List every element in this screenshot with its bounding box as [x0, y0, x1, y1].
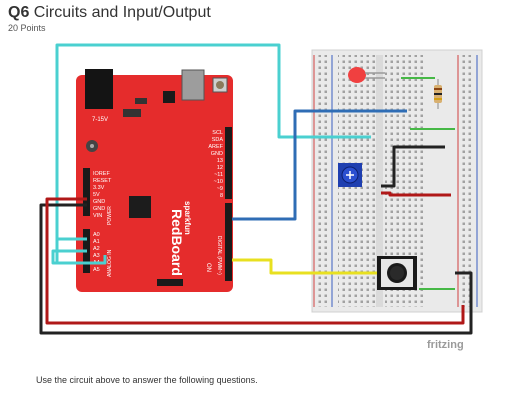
analog-labels: A0 A1 A2 A3 A4 A5: [93, 232, 100, 273]
digital-header-top: [225, 127, 232, 199]
question-title: Circuits and Input/Output: [33, 4, 211, 21]
power-label-2: 3.3V: [93, 185, 105, 191]
figure-caption: Use the circuit above to answer the foll…: [36, 375, 258, 385]
digital-label-3: GND: [211, 151, 223, 157]
digital-section-label: DIGITAL (PWM~): [216, 236, 222, 275]
digital-label-4: 13: [217, 158, 223, 164]
digital-label-9: 8: [220, 193, 223, 199]
power-label-5: GND: [93, 206, 105, 212]
digital-label-8: ~9: [217, 186, 223, 192]
power-label-6: VIN: [93, 213, 102, 219]
power-label-1: RESET: [93, 178, 112, 184]
analog-label-2: A2: [93, 246, 100, 252]
power-header-labels: IOREF RESET 3.3V 5V GND GND VIN: [93, 171, 112, 219]
on-label: ON: [205, 263, 211, 272]
question-number: Q6: [8, 4, 30, 21]
digital-header-bottom: [225, 203, 232, 281]
wire-black-gnd: [39, 203, 473, 335]
wires: [39, 43, 473, 335]
digital-label-7: ~10: [214, 179, 223, 185]
wire-cyan: [55, 43, 371, 263]
power-label-4: GND: [93, 199, 105, 205]
fritzing-watermark: fritzing: [427, 339, 464, 351]
question-title-line: Q6 Circuits and Input/Output: [8, 4, 211, 22]
wire-red-5v: [45, 197, 465, 325]
push-button: [377, 256, 417, 290]
power-header: [83, 168, 90, 216]
power-label-3: 5V: [93, 192, 100, 198]
question-points: 20 Points: [8, 23, 46, 33]
wire-yellow: [232, 258, 377, 275]
wire-red-pot: [381, 191, 451, 197]
voltage-label: 7-15V: [92, 117, 108, 123]
resistor: [434, 79, 442, 109]
circuit-figure: 7-15V IOREF RESET 3.3V 5V GND GND VIN: [35, 41, 491, 354]
analog-label-0: A0: [93, 232, 100, 238]
analog-section-label: ANALOG IN: [107, 249, 113, 277]
digital-label-2: AREF: [208, 144, 223, 150]
redboard: 7-15V IOREF RESET 3.3V 5V GND GND VIN: [76, 69, 233, 292]
breadboard: [311, 49, 483, 313]
led: [348, 67, 385, 83]
board-maker: sparkfun: [183, 201, 192, 235]
potentiometer: [338, 163, 362, 187]
microcontroller-chip: [129, 196, 151, 218]
wire-cyan-lower: [51, 249, 107, 265]
power-label-0: IOREF: [93, 171, 110, 177]
digital-label-5: 12: [217, 165, 223, 171]
wire-black-top: [381, 145, 445, 188]
wire-blue: [232, 109, 407, 221]
question-header: Q6 Circuits and Input/Output 20 Points: [8, 4, 211, 33]
power-section-label: POWER: [107, 206, 113, 225]
board-brand: RedBoard: [169, 209, 185, 276]
analog-label-1: A1: [93, 239, 100, 245]
analog-label-5: A5: [93, 267, 100, 273]
digital-labels: SCL SDA AREF GND 13 12 ~11 ~10 ~9 8: [208, 130, 223, 199]
usb-connector: [181, 69, 205, 101]
barrel-jack: [85, 69, 113, 109]
digital-label-0: SCL: [212, 130, 223, 136]
digital-label-6: ~11: [214, 172, 223, 178]
digital-label-1: SDA: [212, 137, 224, 143]
analog-label-3: A3: [93, 253, 100, 259]
